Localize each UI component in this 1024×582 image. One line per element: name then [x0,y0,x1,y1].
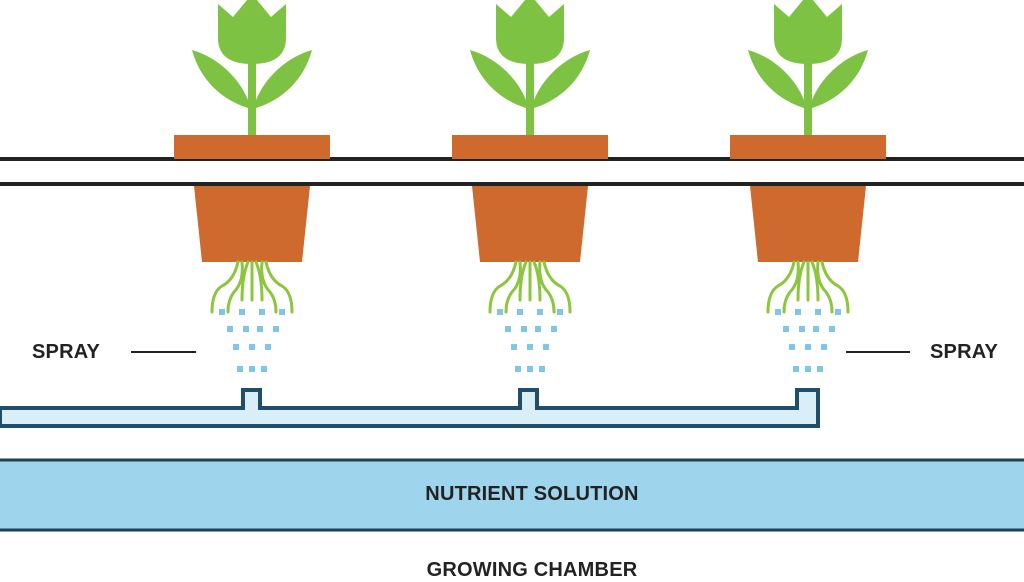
leaf-right [534,50,590,108]
spray-dot [257,326,263,332]
spray-dot [249,344,255,350]
spray-dot [537,309,543,315]
spray-dot [813,326,819,332]
pot-body [194,186,310,262]
leaf-right [812,50,868,108]
growing-chamber-label: GROWING CHAMBER [426,559,638,581]
spray-dot [527,366,533,372]
spray-dot [261,366,267,372]
spray-dot [273,326,279,332]
spray-dot [557,309,563,315]
spray-dot [805,344,811,350]
stem [248,45,256,137]
spray-dot [551,326,557,332]
pot-body [472,186,588,262]
spray-dot [259,309,265,315]
root [796,260,806,302]
spray-dot [829,326,835,332]
root [766,260,796,314]
spray-pipe [0,388,820,428]
spray-dot [815,309,821,315]
spray-dot [527,344,533,350]
spray-dot [497,309,503,315]
spray-dot [821,344,827,350]
spray-dot [239,309,245,315]
nutrient-solution-label: NUTRIENT SOLUTION [425,483,639,505]
pot-rim [730,135,886,159]
spray-dot [543,344,549,350]
spray-dot [799,326,805,332]
pot-body [750,186,866,262]
root [260,260,278,314]
spray-dot [219,309,225,315]
root [782,260,800,314]
spray-dot [775,309,781,315]
root [542,260,572,314]
spray-dot [243,326,249,332]
spray-dot [789,344,795,350]
root [538,260,556,314]
flower [218,0,286,64]
spray-dot [505,326,511,332]
spray-dot [515,366,521,372]
spray-dot [535,326,541,332]
spray-dot [817,366,823,372]
spray-dot [233,344,239,350]
root [240,260,250,302]
root [488,260,518,314]
flower [774,0,842,64]
root [532,260,542,302]
leaf-right [256,50,312,108]
nutrient-solution-band [0,458,1024,532]
spray-dot [517,309,523,315]
spray-dot [237,366,243,372]
spray-dot [279,309,285,315]
spray-dot [227,326,233,332]
plants-layer [174,0,886,372]
root [210,260,240,314]
spray-dot [521,326,527,332]
leaf-left [192,50,248,108]
stem [526,45,534,137]
root [264,260,294,314]
root [226,260,244,314]
spray-dot [265,344,271,350]
root [254,260,264,302]
plant-2 [452,0,608,372]
spray-dot [249,366,255,372]
stem [804,45,812,137]
root [820,260,850,314]
pot-rim [452,135,608,159]
spray-dot [835,309,841,315]
root [816,260,834,314]
plant-3 [730,0,886,372]
spray-label-right: SPRAY [930,341,999,363]
spray-dot [783,326,789,332]
spray-dot [795,309,801,315]
root [518,260,528,302]
spray-dot [805,366,811,372]
root [810,260,820,302]
pot-rim [174,135,330,159]
spray-dot [511,344,517,350]
leaf-left [470,50,526,108]
spray-dot [539,366,545,372]
spray-label-left: SPRAY [32,341,101,363]
plant-1 [174,0,330,372]
leaf-left [748,50,804,108]
flower [496,0,564,64]
root [504,260,522,314]
spray-dot [793,366,799,372]
